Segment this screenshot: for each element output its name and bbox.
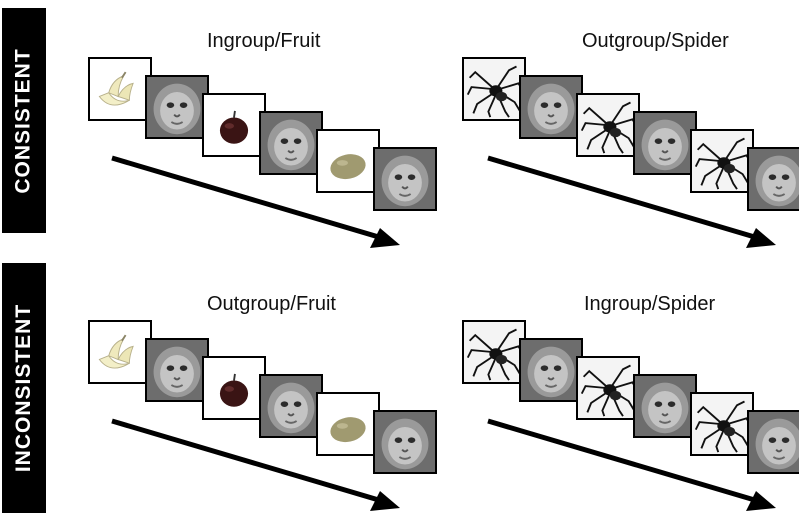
monkey-face-icon <box>375 412 435 472</box>
stimulus-card <box>202 356 266 420</box>
stimulus-card <box>202 93 266 157</box>
lemon-icon <box>318 394 378 454</box>
spider-icon <box>578 358 638 418</box>
consistent-label-text: CONSISTENT <box>12 47 35 194</box>
apple-icon <box>204 358 264 418</box>
monkey-face-icon <box>261 113 321 173</box>
stimulus-card <box>259 374 323 438</box>
stimulus-card <box>462 320 526 384</box>
spider-icon <box>692 131 752 191</box>
inconsistent-label-text: INCONSISTENT <box>12 303 35 473</box>
stimulus-card <box>88 57 152 121</box>
monkey-face-icon <box>635 113 695 173</box>
lemon-icon <box>318 131 378 191</box>
panel-title-ingroup-fruit: Ingroup/Fruit <box>207 30 321 52</box>
monkey-face-icon <box>375 149 435 209</box>
monkey-face-icon <box>147 340 207 400</box>
panel-title-outgroup-fruit: Outgroup/Fruit <box>207 293 336 315</box>
spider-icon <box>464 322 524 382</box>
stimulus-card <box>519 338 583 402</box>
arrow-top-right <box>487 155 776 248</box>
banana-icon <box>90 322 150 382</box>
stimulus-card <box>145 338 209 402</box>
stimulus-card <box>462 57 526 121</box>
spider-icon <box>578 95 638 155</box>
stimulus-card <box>316 129 380 193</box>
panel-title-ingroup-spider: Ingroup/Spider <box>584 293 716 315</box>
arrow-top-left <box>111 155 400 248</box>
monkey-face-icon <box>521 340 581 400</box>
stimulus-card <box>145 75 209 139</box>
stimulus-card <box>576 93 640 157</box>
consistent-label: CONSISTENT <box>2 8 46 233</box>
stimulus-card <box>259 111 323 175</box>
arrow-bottom-right <box>487 418 776 511</box>
inconsistent-label: INCONSISTENT <box>2 263 46 513</box>
stimulus-card <box>690 129 754 193</box>
arrow-bottom-left <box>111 418 400 511</box>
stimulus-card <box>576 356 640 420</box>
monkey-face-icon <box>521 77 581 137</box>
stimulus-card <box>373 410 437 474</box>
panel-title-outgroup-spider: Outgroup/Spider <box>582 30 729 52</box>
spider-icon <box>464 59 524 119</box>
stimulus-card <box>88 320 152 384</box>
monkey-face-icon <box>749 149 799 209</box>
stimulus-card <box>633 374 697 438</box>
stimulus-card <box>373 147 437 211</box>
spider-icon <box>692 394 752 454</box>
stimulus-card <box>316 392 380 456</box>
monkey-face-icon <box>635 376 695 436</box>
stimulus-card <box>690 392 754 456</box>
stimulus-card <box>519 75 583 139</box>
stimulus-card <box>747 147 799 211</box>
monkey-face-icon <box>261 376 321 436</box>
monkey-face-icon <box>147 77 207 137</box>
apple-icon <box>204 95 264 155</box>
banana-icon <box>90 59 150 119</box>
stimulus-card <box>633 111 697 175</box>
monkey-face-icon <box>749 412 799 472</box>
stimulus-card <box>747 410 799 474</box>
